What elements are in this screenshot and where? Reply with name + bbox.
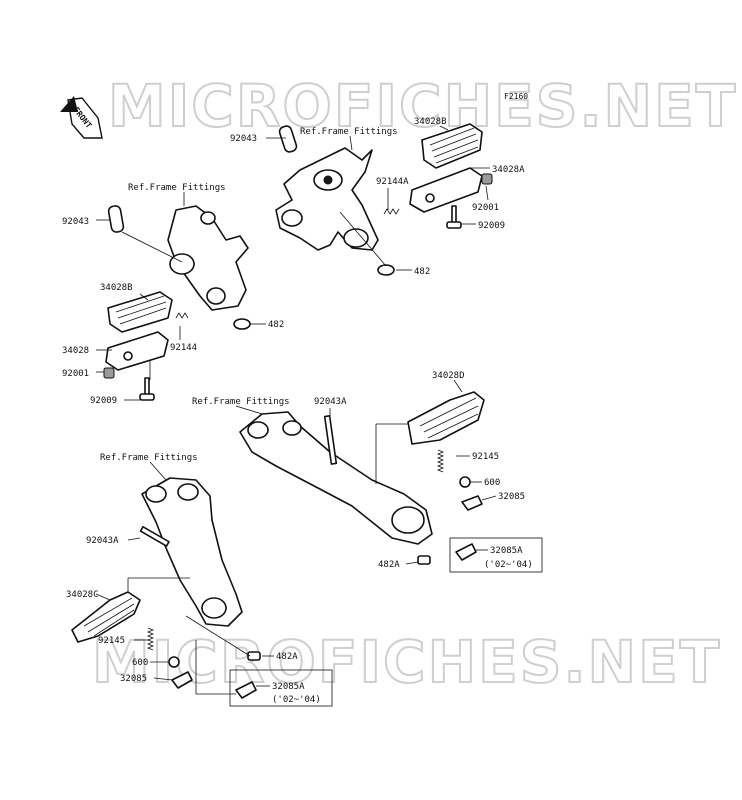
detent-32085-right [461,495,483,511]
label-482a-left: 482A [276,652,298,662]
spring-92145-left [146,627,155,651]
rear-right-bracket [275,147,379,251]
pin-92043a-left [139,525,170,547]
watermark-top: MICROFICHES.NET [108,72,737,140]
ball-600-right [459,476,471,488]
label-34028d: 34028D [432,371,465,381]
ball-600-left [168,656,180,668]
label-482a-right: 482A [378,560,400,570]
nut-92001-top [481,173,493,185]
label-92001-left: 92001 [62,369,89,379]
watermark-bottom: MICROFICHES.NET [92,628,721,696]
label-482-top: 482 [414,267,430,277]
pin-92043a-right [323,415,338,465]
years-box-left [229,669,333,707]
label-32085-right: 32085 [498,492,525,502]
label-92144a: 92144A [376,177,409,187]
spring-92145-right [436,449,445,473]
label-482-left: 482 [268,320,284,330]
washer-482-top [377,264,395,276]
label-92144: 92144 [170,343,197,353]
label-34028b-left: 34028B [100,283,133,293]
label-ref-frame-left: Ref.Frame Fittings [128,183,226,193]
label-ref-frame-mid: Ref.Frame Fittings [192,397,290,407]
label-years-right: ('02~'04) [484,560,533,570]
label-92145-left: 92145 [98,636,125,646]
years-box-right [449,537,543,573]
label-34028b-top: 34028B [414,117,447,127]
bolt-92009-left [139,377,155,401]
label-92043a-left: 92043A [86,536,119,546]
front-right-bracket [239,411,433,545]
washer-482-left [233,318,251,330]
bolt-92009-top [446,205,462,229]
footpeg-bracket-34028 [105,331,169,371]
label-years-left: ('02~'04) [272,695,321,705]
spring-92144a [383,208,400,215]
label-34028: 34028 [62,346,89,356]
label-34028a: 34028A [492,165,525,175]
label-32085a-left: 32085A [272,682,305,692]
rear-left-bracket [167,205,249,311]
front-left-bracket [141,477,243,627]
label-32085-left: 32085 [120,674,147,684]
front-arrow-icon: FRONT [60,96,103,139]
detent-32085-left [171,671,193,689]
label-92009-top: 92009 [478,221,505,231]
label-92043a-right: 92043A [314,397,347,407]
footpeg-34028d [407,391,485,445]
label-92009-left: 92009 [90,396,117,406]
label-92043-left: 92043 [62,217,89,227]
detent-32085a-right [455,543,477,561]
label-ref-frame-top: Ref.Frame Fittings [300,127,398,137]
label-ref-frame-bottom: Ref.Frame Fittings [100,453,198,463]
footpeg-34028c [71,591,141,643]
washer-482a-left [247,651,261,661]
leader-lines [95,125,497,695]
washer-482a-right [417,555,431,565]
pin-92043-top [278,125,298,153]
detent-32085a-left [235,681,257,699]
footpeg-34028b-top [421,123,483,169]
nut-92001-left [103,367,115,379]
label-92001-top: 92001 [472,203,499,213]
footpeg-34028b-left [107,291,173,333]
spring-92144 [175,312,189,319]
label-34028c: 34028C [66,590,99,600]
label-92043-top: 92043 [230,134,257,144]
label-600-left: 600 [132,658,148,668]
figure-code: F2160 [504,92,528,101]
label-32085a-right: 32085A [490,546,523,556]
label-600-right: 600 [484,478,500,488]
label-92145-right: 92145 [472,452,499,462]
pin-92043-left [107,205,125,233]
